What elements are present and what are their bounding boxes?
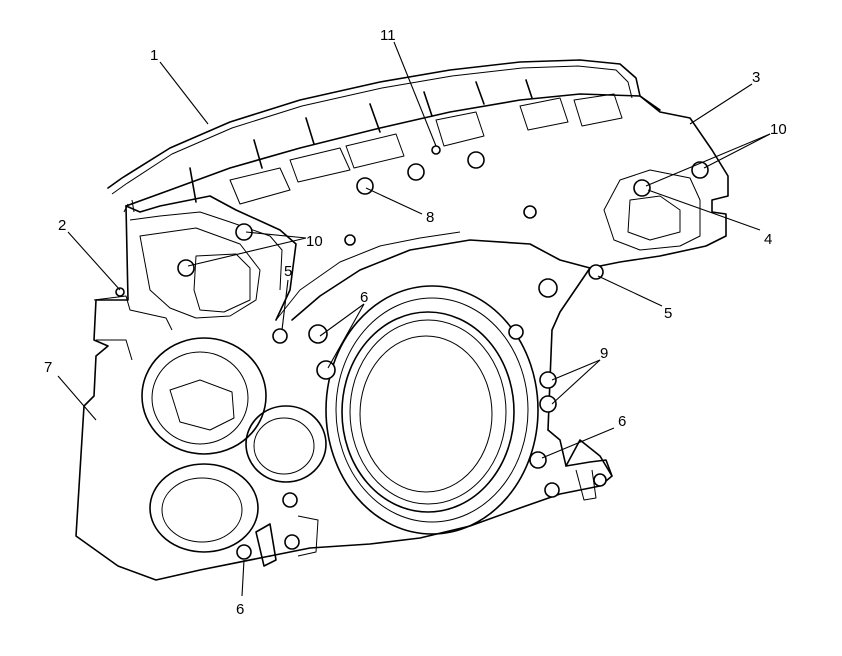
top-pockets <box>229 93 623 205</box>
callout-1: 1 <box>150 47 158 64</box>
lower-right-lug <box>565 439 613 501</box>
callout-6c: 6 <box>236 601 244 618</box>
top-studs <box>123 79 533 213</box>
callout-10a: 10 <box>306 233 323 250</box>
callout-4: 4 <box>764 231 772 248</box>
callout-10b: 10 <box>770 121 787 138</box>
housing-body <box>75 59 729 581</box>
callout-9: 9 <box>600 345 608 362</box>
callout-2: 2 <box>58 217 66 234</box>
callout-6b: 6 <box>618 413 626 430</box>
main-bore <box>325 285 539 535</box>
callout-6a: 6 <box>360 289 368 306</box>
callout-5b: 5 <box>664 305 672 322</box>
callout-8: 8 <box>426 209 434 226</box>
callout-3: 3 <box>752 69 760 86</box>
bolt-heads <box>115 145 709 560</box>
lower-left-lug <box>255 515 319 567</box>
callout-5a: 5 <box>284 263 292 280</box>
callout-7: 7 <box>44 359 52 376</box>
left-bores <box>141 337 327 553</box>
callout-labels: 1 2 3 4 5 5 6 6 6 7 8 9 10 10 11 <box>44 27 787 618</box>
leader-lines <box>57 41 771 597</box>
callout-11: 11 <box>380 27 396 44</box>
